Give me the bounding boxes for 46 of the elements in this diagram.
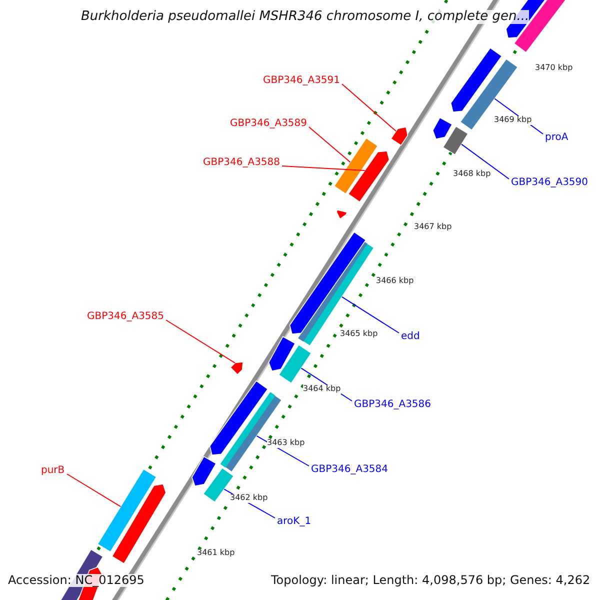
gene-feature-bar [97,468,157,552]
leader-line [460,144,510,180]
gene-feature-bar [209,380,268,456]
summary-text: Topology: linear; Length: 4,098,576 bp; Genes: 4,262 [271,574,590,588]
gene-feature-bar [460,58,518,131]
gene-label: GBP346_A3586 [354,398,432,410]
scale-label: 3470 kbp [535,64,573,73]
gene-label: aroK_1 [277,516,312,526]
gene-label: GBP346_A3588 [203,156,280,168]
scale-label: 3464 kbp [303,385,341,394]
leader-line [308,126,351,163]
leader-line [282,166,366,171]
scale-label: 3462 kbp [230,494,268,503]
map-title: Burkholderia pseudomallei MSHR346 chromosome I, complete gen... [81,10,530,24]
scale-label: 3465 kbp [340,330,378,339]
gene-label: edd [401,330,420,342]
gene-label: GBP346_A3589 [230,118,308,128]
gene-feature-bar [348,150,390,203]
scale-label: 3468 kbp [453,170,491,179]
gene-feature-bar [230,362,244,376]
gene-feature-bar [268,336,296,372]
gene-label: proA [545,132,568,142]
scale-label: 3467 kbp [414,223,452,232]
gene-feature-bar [432,117,453,140]
gene-label: purB [41,464,65,476]
scale-label: 3463 kbp [267,439,305,448]
gene-label: GBP346_A3591 [263,74,340,86]
gene-feature-bar [450,47,502,112]
accession-text: Accession: NC_012695 [8,574,144,588]
gene-feature-bar [336,209,348,220]
gene-feature-bar [278,344,312,384]
scale-label: 3461 kbp [197,549,235,558]
leader-line [66,474,122,508]
gene-feature-bar [442,126,469,156]
gene-feature-bar [111,484,166,564]
leader-line [341,296,400,334]
gene-feature-bar [390,126,408,146]
gene-label: GBP346_A3585 [87,310,164,322]
leader-line [166,320,236,364]
gene-feature-bar [191,456,217,486]
gene-label: GBP346_A3590 [511,176,588,188]
scale-label: 3466 kbp [376,277,414,286]
gene-label: GBP346_A3584 [311,464,388,474]
gene-feature-bar [334,138,378,194]
leader-line [342,84,396,132]
scale-label: 3469 kbp [494,116,532,125]
